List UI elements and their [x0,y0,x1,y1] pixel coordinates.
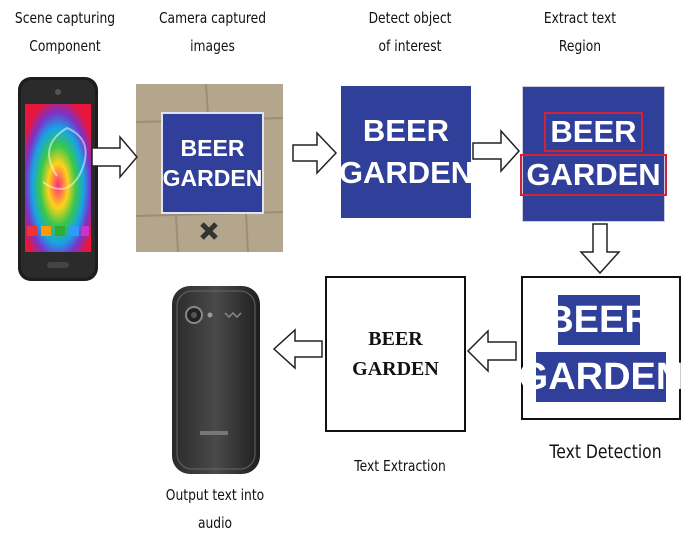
smartphone-front-icon [17,76,99,282]
extracted-line-2: GARDEN [352,358,439,380]
arrow-left-1 [466,329,517,373]
sign-line-1: BEER [180,135,245,161]
arrow-right-2 [292,131,338,175]
region-line-2: GARDEN [520,154,667,196]
detection-word-garden: GARDEN [519,352,683,402]
label-text-extraction: Text Extraction [354,457,446,475]
extracted-line-1: BEER [368,328,423,350]
detected-line-2: GARDEN [338,155,474,190]
text-extraction-box: BEER GARDEN [325,276,466,432]
label-text-detection: Text Detection [549,441,662,463]
arrow-left-2 [272,328,323,370]
captured-sign: BEER GARDEN [161,112,264,214]
detected-line-1: BEER [362,113,450,148]
detected-object-sign: BEER GARDEN [338,86,474,218]
arrow-right-1 [91,134,138,180]
sign-line-2: GARDEN [162,165,263,191]
detection-word-beer: BEER [546,295,652,345]
extract-region-sign: BEER GARDEN [520,86,667,222]
arrow-right-3 [472,129,521,173]
smartphone-back-icon [170,285,262,475]
arrow-down [579,223,621,275]
region-line-1: BEER [544,112,643,152]
